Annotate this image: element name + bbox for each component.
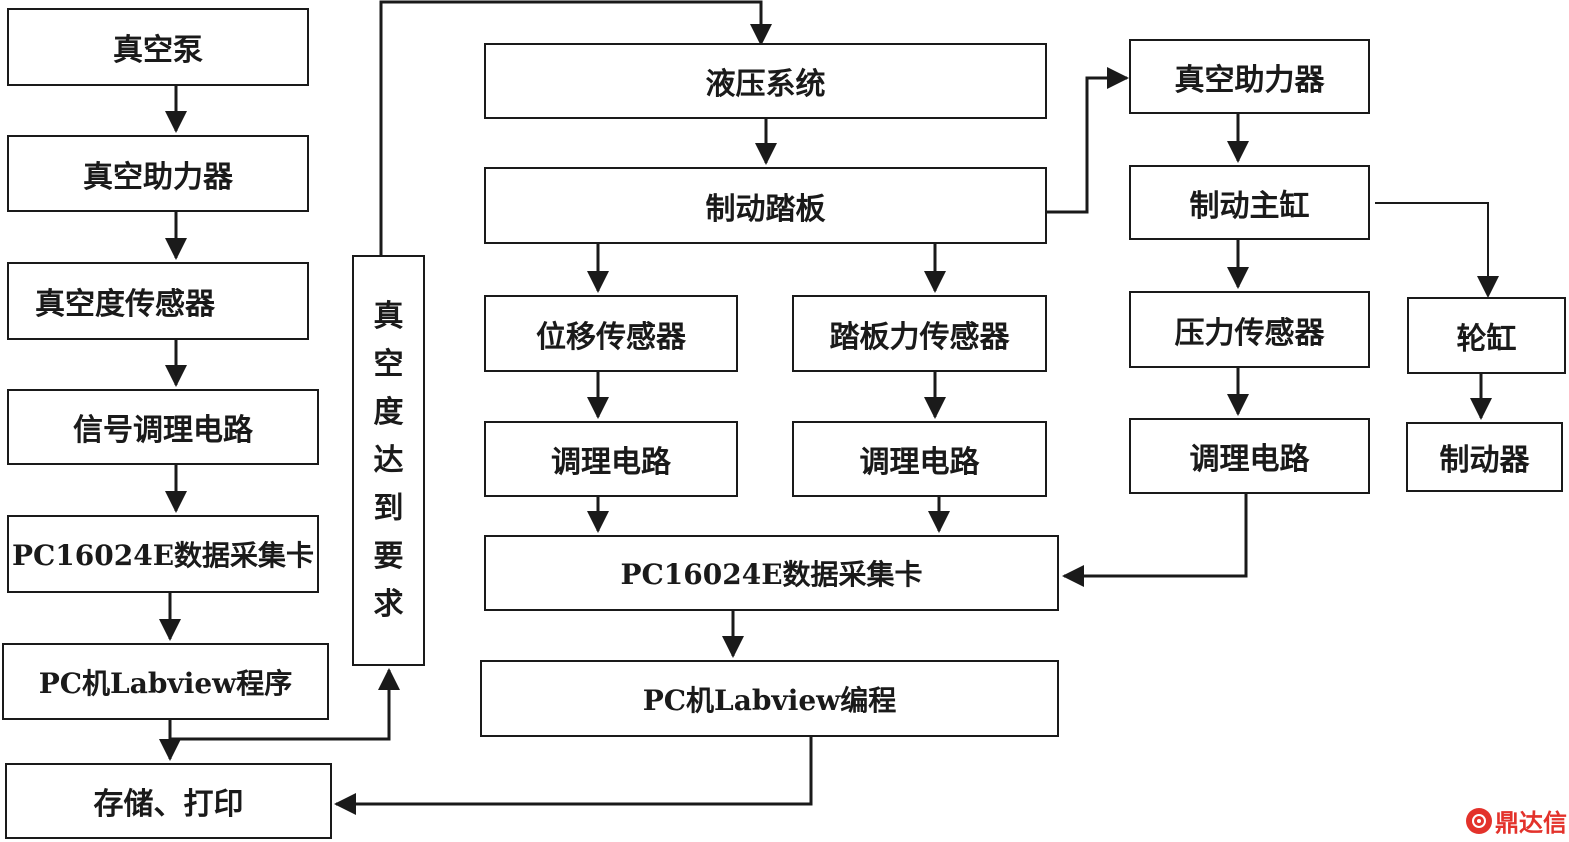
vacuum-sensor-box: 真空度传感器 bbox=[7, 262, 309, 340]
vacuum-booster-box-right: 真空助力器 bbox=[1129, 39, 1370, 114]
conditioning-label-1: 调理电路 bbox=[551, 445, 671, 480]
labview-program-box: PC机Labview程序 bbox=[2, 643, 329, 720]
conditioning-label-right: 调理电路 bbox=[1189, 442, 1310, 477]
vacuum-requirement-label: 真空度达到要求 bbox=[373, 298, 404, 622]
watermark-text: 鼎达信 bbox=[1495, 809, 1567, 837]
conditioning-box-1: 调理电路 bbox=[484, 421, 738, 497]
signal-conditioning-label: 信号调理电路 bbox=[73, 413, 253, 448]
arrow-pedal-to-right-booster bbox=[1046, 67, 1129, 214]
pressure-sensor-box: 压力传感器 bbox=[1129, 291, 1370, 368]
watermark-logo-icon bbox=[1466, 807, 1492, 834]
displacement-sensor-box: 位移传感器 bbox=[484, 295, 738, 372]
arrow-programming-to-store bbox=[334, 737, 813, 815]
wheel-cylinder-label: 轮缸 bbox=[1456, 321, 1517, 357]
arrow-master-to-wheel bbox=[1375, 202, 1499, 298]
vacuum-booster-box-left: 真空助力器 bbox=[7, 135, 309, 212]
vacuum-booster-label-left: 真空助力器 bbox=[83, 159, 233, 195]
conditioning-box-right: 调理电路 bbox=[1129, 418, 1370, 494]
brake-label: 制动器 bbox=[1439, 443, 1530, 478]
conditioning-box-2: 调理电路 bbox=[792, 421, 1047, 497]
pedal-force-sensor-label: 踏板力传感器 bbox=[829, 319, 1010, 355]
store-print-label: 存储、打印 bbox=[93, 787, 244, 822]
wheel-cylinder-box: 轮缸 bbox=[1407, 297, 1566, 374]
pressure-sensor-label: 压力传感器 bbox=[1174, 315, 1325, 351]
conditioning-label-2: 调理电路 bbox=[859, 445, 980, 480]
hydraulic-system-box: 液压系统 bbox=[484, 43, 1047, 119]
vacuum-pump-box: 真空泵 bbox=[7, 8, 309, 86]
vacuum-sensor-label: 真空度传感器 bbox=[35, 287, 215, 322]
brake-pedal-label: 制动踏板 bbox=[705, 191, 826, 227]
master-cylinder-box: 制动主缸 bbox=[1129, 165, 1370, 240]
arrow-labview-to-vertical-label bbox=[170, 668, 400, 741]
watermark-logo: 鼎达信 bbox=[1466, 803, 1567, 838]
displacement-sensor-label: 位移传感器 bbox=[536, 319, 686, 355]
master-cylinder-label: 制动主缸 bbox=[1189, 188, 1310, 224]
daq-card-label-left: PC16024E数据采集卡 bbox=[11, 539, 315, 572]
brake-pedal-box: 制动踏板 bbox=[484, 167, 1047, 244]
store-print-box: 存储、打印 bbox=[5, 763, 332, 839]
vacuum-booster-label-right: 真空助力器 bbox=[1174, 62, 1325, 98]
daq-card-label-center: PC16024E数据采集卡 bbox=[620, 558, 923, 591]
labview-programming-box: PC机Labview编程 bbox=[480, 660, 1059, 737]
daq-card-box-left: PC16024E数据采集卡 bbox=[7, 515, 319, 593]
pedal-force-sensor-box: 踏板力传感器 bbox=[792, 295, 1047, 372]
labview-programming-label: PC机Labview编程 bbox=[642, 683, 897, 717]
vacuum-requirement-box: 真空度达到要求 bbox=[352, 255, 425, 666]
vacuum-pump-label: 真空泵 bbox=[113, 33, 203, 68]
hydraulic-system-label: 液压系统 bbox=[705, 67, 826, 102]
arrow-vertical-label-to-hydraulic bbox=[379, 0, 772, 255]
arrow-cond-to-center-daq bbox=[1062, 494, 1248, 587]
daq-card-box-center: PC16024E数据采集卡 bbox=[484, 535, 1059, 611]
labview-program-label: PC机Labview程序 bbox=[38, 666, 293, 700]
brake-box: 制动器 bbox=[1406, 422, 1563, 492]
signal-conditioning-box: 信号调理电路 bbox=[7, 389, 319, 465]
